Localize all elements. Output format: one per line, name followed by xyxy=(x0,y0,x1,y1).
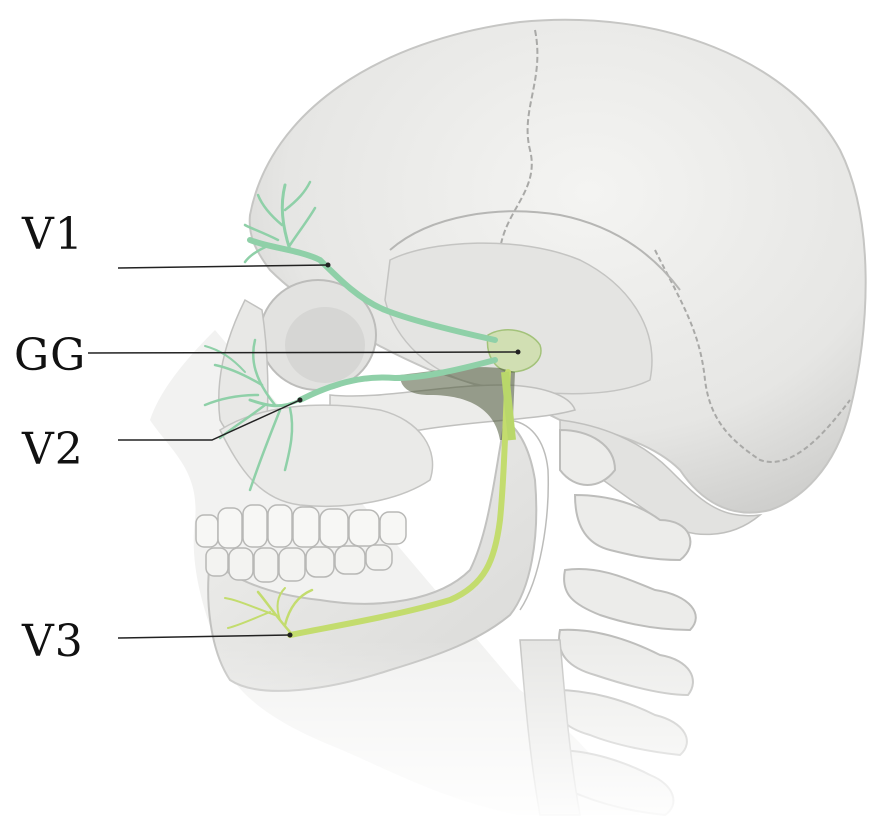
upper-teeth xyxy=(196,505,406,548)
gg-point xyxy=(516,350,521,355)
orbit-inner xyxy=(285,307,365,383)
v3-point xyxy=(288,633,293,638)
label-v3: V3 xyxy=(22,620,84,664)
bottom-fade xyxy=(150,640,869,822)
label-v2: V2 xyxy=(22,428,84,472)
leader-gg xyxy=(88,352,518,353)
label-v1: V1 xyxy=(22,213,84,257)
v2-point xyxy=(298,398,303,403)
v1-point xyxy=(326,263,331,268)
label-gg: GG xyxy=(14,334,86,378)
